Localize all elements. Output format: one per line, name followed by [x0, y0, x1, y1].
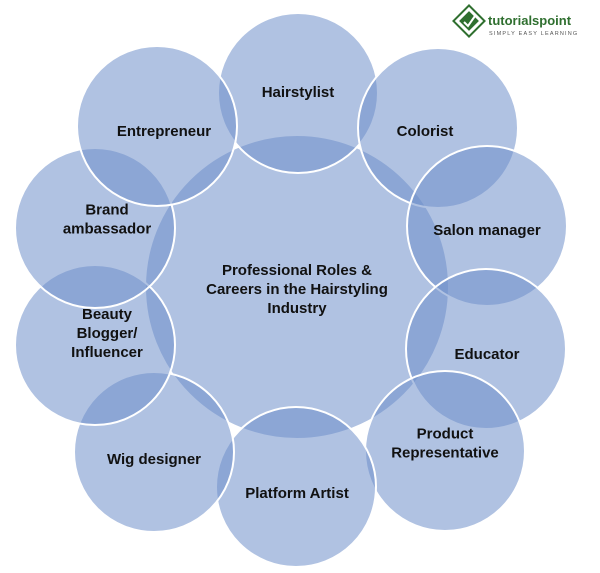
diagram-circles	[14, 12, 568, 568]
label-brand-ambassador-line: Brand	[85, 202, 128, 219]
label-entrepreneur: Entrepreneur	[117, 123, 211, 140]
label-salon-manager-line: Salon manager	[433, 222, 541, 239]
center-label-line: Professional Roles &	[222, 262, 372, 279]
label-wig-designer: Wig designer	[107, 451, 201, 468]
label-platform-artist-line: Platform Artist	[245, 485, 349, 502]
label-platform-artist: Platform Artist	[245, 485, 349, 502]
label-wig-designer-line: Wig designer	[107, 451, 201, 468]
label-brand-ambassador: Brand ambassador	[63, 202, 152, 238]
label-educator-line: Educator	[454, 346, 519, 363]
tutorialspoint-logo: tutorialspoint SIMPLY EASY LEARNING	[452, 4, 597, 44]
logo-tagline: SIMPLY EASY LEARNING	[489, 31, 578, 37]
center-label-line: Industry	[267, 300, 327, 317]
label-entrepreneur-line: Entrepreneur	[117, 123, 211, 140]
label-brand-ambassador-line: ambassador	[63, 221, 152, 238]
label-product-representative-line: Representative	[391, 445, 499, 462]
logo-name: tutorialspoint	[488, 13, 572, 28]
label-colorist-line: Colorist	[397, 123, 454, 140]
center-label: Professional Roles & Careers in the Hairs…	[206, 262, 388, 317]
tutorialspoint-logo-icon	[452, 4, 486, 38]
circle-entrepreneur	[76, 45, 238, 207]
center-label-line: Careers in the Hairstyling	[206, 281, 388, 298]
label-product-representative-line: Product	[417, 426, 474, 443]
diagram-labels: Professional Roles & Careers in the Hairs…	[63, 84, 541, 502]
label-beauty-blogger-line: Influencer	[71, 344, 143, 361]
label-hairstylist-line: Hairstylist	[262, 84, 335, 101]
label-salon-manager: Salon manager	[433, 222, 541, 239]
label-beauty-blogger-line: Blogger/	[77, 325, 139, 342]
label-hairstylist: Hairstylist	[262, 84, 335, 101]
label-beauty-blogger-line: Beauty	[82, 306, 133, 323]
label-educator: Educator	[454, 346, 519, 363]
label-colorist: Colorist	[397, 123, 454, 140]
